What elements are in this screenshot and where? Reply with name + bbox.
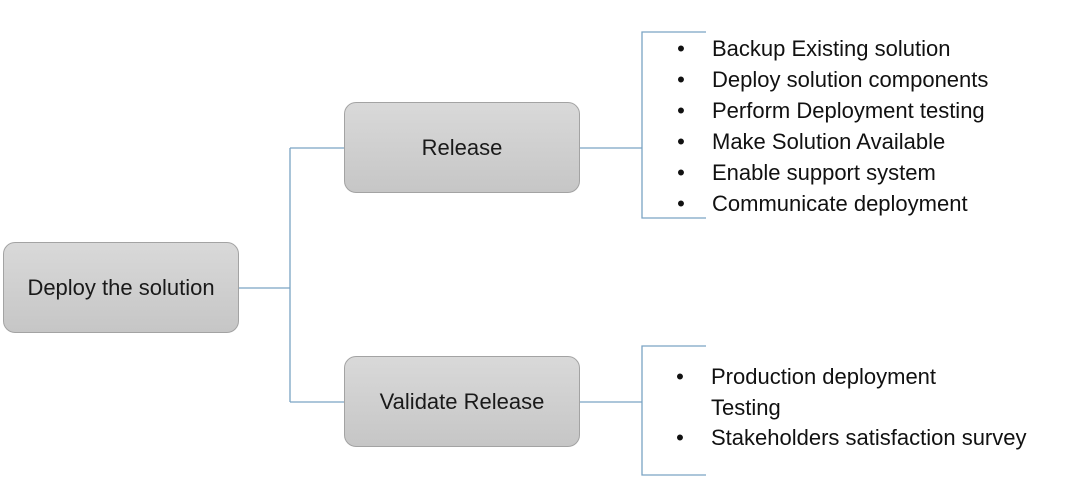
validate-task-text: Stakeholders satisfaction survey (711, 425, 1027, 450)
root-node-deploy-the-solution: Deploy the solution (3, 242, 239, 333)
validate-node-label: Validate Release (379, 388, 545, 414)
release-task-item: • Make Solution Available (674, 126, 988, 157)
bullet-icon: • (677, 160, 685, 185)
release-task-item: • Enable support system (674, 157, 988, 188)
release-task-item: • Backup Existing solution (674, 33, 988, 64)
release-task-text: Communicate deployment (712, 191, 968, 216)
bullet-icon: • (677, 191, 685, 216)
validate-task-item: • Stakeholders satisfaction survey (673, 423, 1027, 454)
release-task-text: Deploy solution components (712, 67, 989, 92)
validate-task-text: Production deployment Testing (711, 364, 937, 420)
bullet-icon: • (677, 36, 685, 61)
validate-task-item: • Production deployment Testing (673, 362, 1001, 423)
validate-task-list: • Production deployment Testing • Stakehol… (673, 362, 1027, 454)
release-task-text: Make Solution Available (712, 129, 946, 154)
release-task-item: • Communicate deployment (674, 188, 988, 219)
bullet-icon: • (677, 67, 685, 92)
release-task-text: Enable support system (712, 160, 936, 185)
release-task-item: • Perform Deployment testing (674, 95, 988, 126)
release-task-item: • Deploy solution components (674, 64, 988, 95)
node-validate-release: Validate Release (344, 356, 580, 447)
bracket-release-list (641, 31, 706, 219)
release-task-text: Perform Deployment testing (712, 98, 985, 123)
node-release: Release (344, 102, 580, 193)
bullet-icon: • (676, 364, 684, 389)
bullet-icon: • (677, 98, 685, 123)
root-node-label: Deploy the solution (27, 274, 215, 300)
release-node-label: Release (421, 134, 503, 160)
release-task-text: Backup Existing solution (712, 36, 951, 61)
release-task-list: • Backup Existing solution • Deploy soluti… (674, 33, 988, 219)
bullet-icon: • (676, 425, 684, 450)
bullet-icon: • (677, 129, 685, 154)
bracket-validate-list (641, 345, 706, 476)
